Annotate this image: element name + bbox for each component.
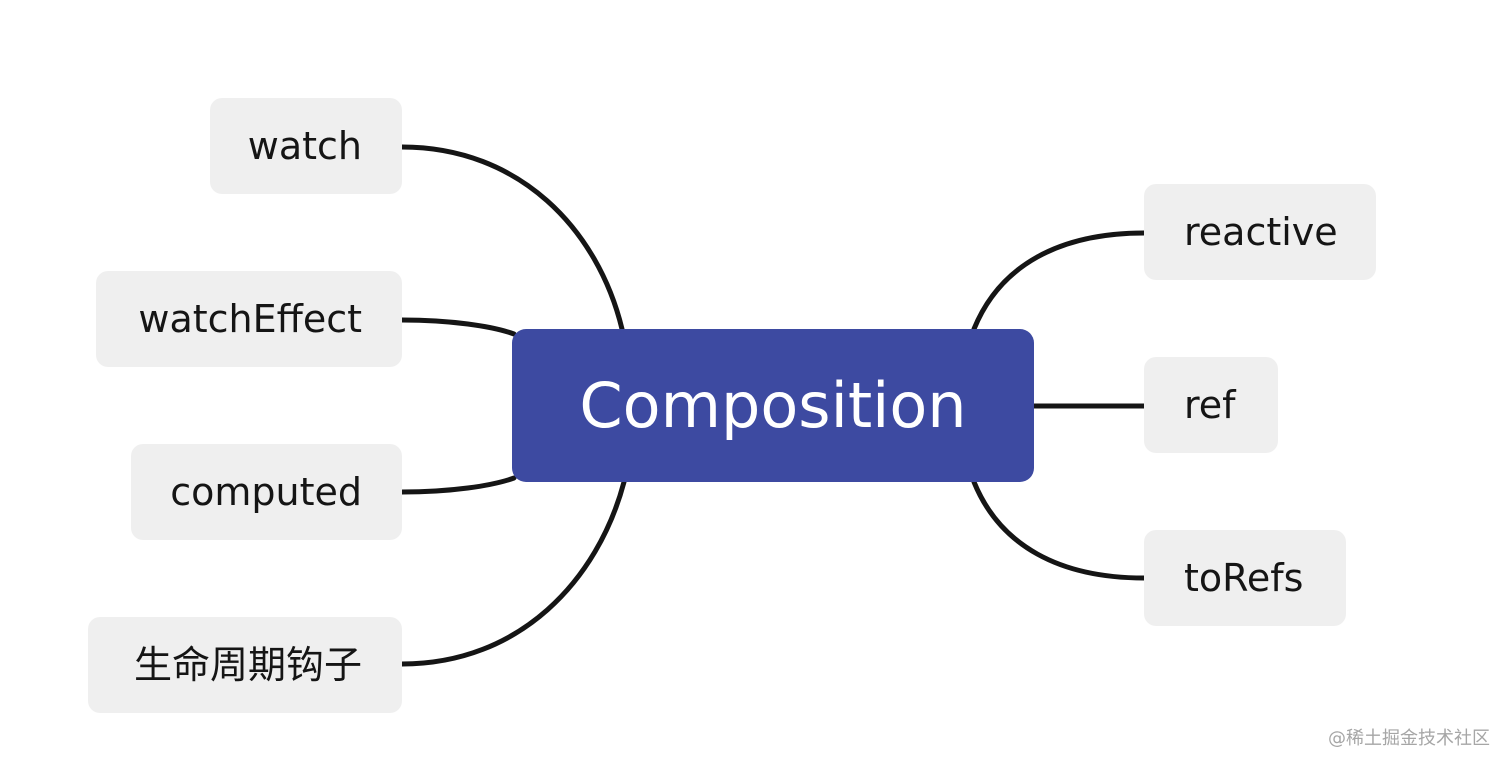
topic-lifecycle-hooks[interactable]: 生命周期钩子 (88, 617, 402, 713)
topic-reactive[interactable]: reactive (1144, 184, 1376, 280)
central-topic-label: Composition (579, 369, 967, 442)
topic-ref[interactable]: ref (1144, 357, 1278, 453)
topic-lifecycle-hooks-label: 生命周期钩子 (133, 643, 362, 687)
topic-watchEffect[interactable]: watchEffect (96, 271, 402, 367)
central-topic-composition[interactable]: Composition (512, 329, 1034, 482)
connector-watch (399, 144, 625, 332)
connector-watchEffect (399, 317, 517, 337)
topic-watch-label: watch (247, 124, 362, 168)
topic-ref-label: ref (1184, 383, 1236, 427)
connector-toRefs (971, 479, 1147, 581)
connector-lifecycle-hooks (399, 479, 627, 667)
topic-computed[interactable]: computed (131, 444, 402, 540)
topic-reactive-label: reactive (1184, 210, 1338, 254)
connector-computed (399, 475, 517, 495)
topic-toRefs[interactable]: toRefs (1144, 530, 1346, 626)
topic-watch[interactable]: watch (210, 98, 402, 194)
topic-computed-label: computed (170, 470, 362, 514)
connector-reactive (971, 230, 1147, 332)
topic-toRefs-label: toRefs (1184, 556, 1304, 600)
watermark-text: @稀土掘金技术社区 (1328, 728, 1490, 749)
topic-watchEffect-label: watchEffect (138, 297, 362, 341)
